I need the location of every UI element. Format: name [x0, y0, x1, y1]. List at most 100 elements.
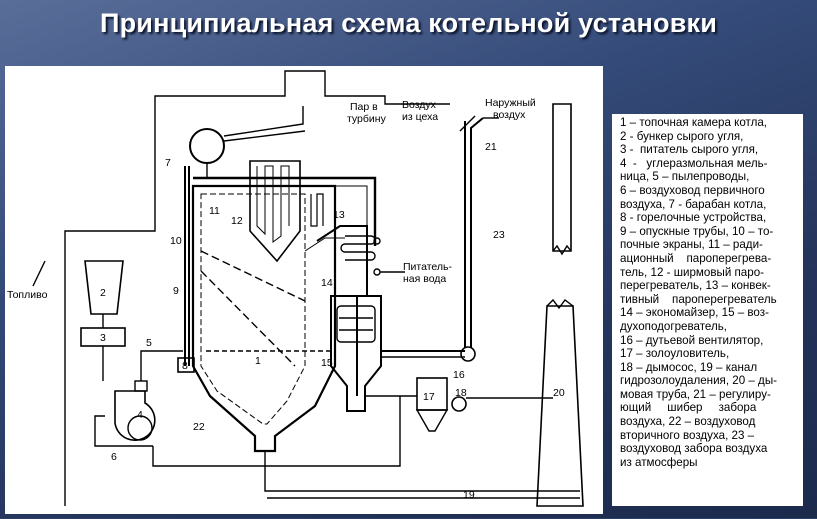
num-22: 22: [193, 421, 205, 433]
steam-pipe: [223, 106, 304, 137]
label-air-out-1: Наружный: [485, 97, 536, 109]
label-steam-2: турбину: [347, 113, 387, 125]
num-13: 13: [333, 209, 345, 221]
num-10: 10: [170, 235, 182, 247]
primary-air-duct: [94, 415, 153, 447]
building-outline: [64, 70, 450, 506]
num-3: 3: [100, 332, 106, 344]
rear-flue-inner: [304, 237, 345, 252]
legend-line: 4 - углеразмольная мель-: [620, 156, 768, 170]
legend-line: 1 – топочная камера котла,: [620, 116, 768, 129]
secondary-air-duct: [152, 396, 401, 467]
legend-line: мовая труба, 21 – регулиру-: [620, 387, 771, 401]
ash-channel: [264, 451, 580, 492]
flame-line-1: [200, 250, 306, 302]
damper-21: [459, 115, 476, 132]
num-6: 6: [111, 451, 117, 463]
num-2: 2: [100, 287, 106, 299]
label-air-shop-2: из цеха: [402, 111, 438, 123]
chimney-base: [536, 305, 584, 507]
legend-line: 2 - бункер сырого угля,: [620, 129, 744, 143]
chimney: [552, 103, 572, 252]
num-7: 7: [165, 157, 171, 169]
legend-line: ационный пароперегрева-: [620, 251, 772, 265]
num-11: 11: [209, 205, 220, 217]
burner: [177, 357, 195, 373]
fuel-feed-line: [32, 260, 46, 287]
flame-line-2: [200, 270, 296, 367]
legend-line: воздуховод забора воздуха: [620, 442, 768, 456]
legend-line: 17 – золоуловитель,: [620, 347, 730, 361]
air-heater-block: [336, 305, 376, 343]
smoke-exhauster: [451, 396, 467, 412]
chimney-cut-bottom: [546, 298, 574, 310]
num-14: 14: [321, 277, 333, 289]
label-air-shop-1: Воздух: [402, 99, 437, 111]
num-21: 21: [485, 141, 497, 153]
drum-pipe: [223, 130, 306, 142]
legend-line: 18 – дымосос, 19 – канал: [620, 360, 758, 374]
economizer-header-2: [373, 268, 381, 276]
num-8: 8: [182, 360, 188, 372]
legend-line: воздуха, 22 – воздуховод: [620, 415, 756, 429]
label-feedwater-2: ная вода: [403, 273, 446, 285]
platen-coil: [256, 165, 290, 243]
label-air-out-2: воздух: [493, 109, 526, 121]
top-flue-inner: [201, 185, 368, 236]
ash-collector-hopper: [415, 409, 449, 432]
num-19: 19: [463, 489, 475, 501]
mill-rotor: [127, 415, 153, 441]
legend-line: 14 – экономайзер, 15 – воз-: [620, 306, 769, 320]
economizer-coil: [340, 235, 376, 261]
coal-mill: [114, 390, 156, 441]
label-steam-1: Пар в: [350, 101, 378, 113]
num-1: 1: [255, 355, 261, 367]
legend-panel: 1 – топочная камера котла, 2 - бункер сы…: [612, 114, 803, 506]
coal-bunker: [84, 260, 124, 315]
legend-line: 16 – дутьевой вентилятор,: [620, 333, 764, 347]
label-fuel: Топливо: [7, 289, 48, 301]
furnace-chamber: [191, 184, 337, 453]
num-15: 15: [321, 357, 333, 369]
top-flue: [193, 176, 377, 246]
forced-draft-fan: [460, 346, 476, 362]
rear-flue: [316, 225, 368, 396]
num-17: 17: [423, 391, 435, 403]
num-20: 20: [553, 387, 565, 399]
legend-line: тель, 12 - ширмовый паро-: [620, 265, 765, 279]
legend-line: перегреватель, 13 – конвек-: [620, 279, 771, 293]
dust-pipe: [140, 350, 183, 381]
legend-line: гидрозолоудаления, 20 – ды-: [620, 374, 778, 388]
air-intake-duct-2: [470, 117, 484, 348]
legend-line: 3 - питатель сырого угля,: [620, 143, 759, 157]
boiler-scheme-diagram: Топливо Пар в турбину Воздух из цеха Нар…: [7, 70, 584, 507]
num-23: 23: [493, 229, 505, 241]
legend-line: 8 - горелочные устройства,: [620, 211, 767, 225]
boiler-drum: [189, 128, 225, 164]
air-heater: [330, 295, 382, 412]
legend-line: 9 – опускные трубы, 10 – то-: [620, 224, 774, 238]
legend-line: воздуха, 7 - барабан котла,: [620, 197, 767, 211]
legend-line: ница, 5 – пылепроводы,: [620, 170, 750, 184]
legend-line: ющий шибер забора: [620, 401, 757, 415]
num-16: 16: [453, 369, 465, 381]
label-feedwater-1: Питатель-: [403, 261, 452, 273]
platen-superheater: [249, 160, 301, 263]
legend-line: тивный пароперегреватель: [620, 292, 777, 306]
slide-title: Принципиальная схема котельной установки: [99, 8, 718, 38]
num-9: 9: [173, 285, 179, 297]
legend-line: почные экраны, 11 – ради-: [620, 238, 763, 252]
legend-line: из атмосферы: [620, 455, 698, 469]
mill-separator: [134, 380, 148, 392]
num-18: 18: [455, 387, 467, 399]
num-12: 12: [231, 215, 243, 227]
furnace-inner-screen: [200, 193, 306, 425]
chimney-cut-top: [552, 244, 572, 256]
convective-superheater: [310, 193, 324, 227]
num-4: 4: [137, 409, 143, 421]
num-5: 5: [146, 337, 152, 349]
boiler-scheme-panel: Топливо Пар в турбину Воздух из цеха Нар…: [5, 66, 603, 514]
legend-line: духоподогреватель,: [620, 319, 727, 333]
legend-line: 6 – воздуховод первичного: [620, 183, 765, 197]
economizer-header: [373, 237, 381, 245]
